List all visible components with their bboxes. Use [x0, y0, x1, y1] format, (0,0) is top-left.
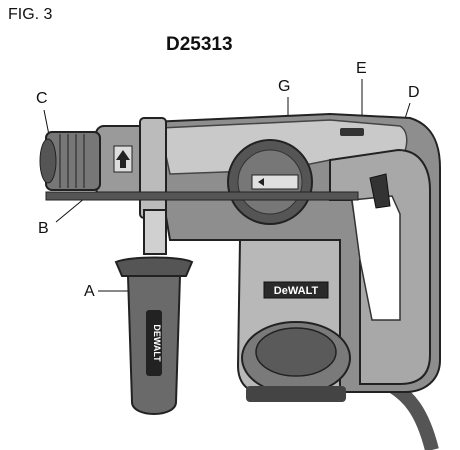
handle-brand-plate — [146, 310, 162, 376]
chuck-tip — [39, 138, 57, 184]
handle-brand-text: DEWALT — [152, 324, 162, 362]
handle-opening — [351, 195, 401, 321]
figure-label: FIG. 3 — [8, 6, 53, 23]
callout-c: C — [36, 90, 48, 107]
depth-rod — [45, 191, 359, 201]
reverse-slider — [340, 128, 364, 136]
side-handle-guard — [114, 256, 194, 277]
motor-vent — [255, 327, 337, 377]
base-grip — [246, 386, 346, 402]
selector-arrow-icon — [258, 178, 264, 186]
trigger-switch — [369, 173, 391, 209]
power-cord — [388, 380, 439, 450]
chuck-ribs — [59, 134, 85, 188]
callout-d: D — [408, 84, 420, 101]
side-handle-neck — [143, 209, 167, 255]
model-number: D25313 — [166, 34, 233, 55]
callout-b: B — [38, 220, 49, 237]
arrow-up-icon — [116, 150, 130, 168]
callout-e: E — [356, 60, 367, 77]
side-handle-clamp — [139, 117, 167, 219]
brand-badge-text: DeWALT — [274, 285, 319, 297]
callout-g: G — [278, 78, 291, 95]
brand-badge — [263, 281, 329, 299]
callout-a: A — [84, 283, 95, 300]
